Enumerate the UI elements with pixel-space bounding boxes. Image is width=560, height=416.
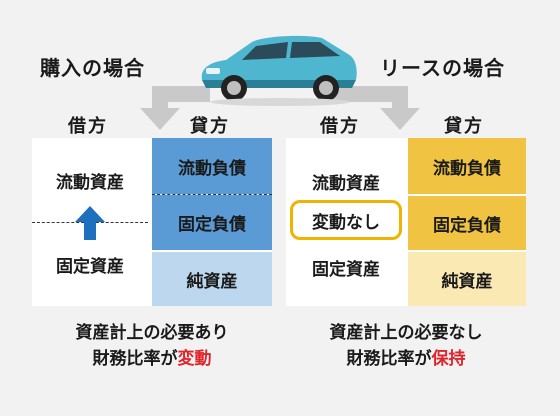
right-current-assets: 流動資産	[312, 173, 380, 194]
right-current-liabilities: 流動負債	[408, 138, 526, 194]
left-credit-label: 貸方	[190, 116, 230, 137]
right-debit-label: 借方	[320, 116, 360, 137]
left-debit-label: 借方	[68, 116, 108, 137]
left-caption: 資産計上の必要あり 財務比率が変動	[32, 320, 272, 372]
right-caption-highlight: 保持	[431, 349, 466, 369]
lease-heading: リースの場合	[380, 56, 505, 80]
purchase-heading: 購入の場合	[40, 56, 145, 80]
right-caption-prefix: 財務比率が	[346, 349, 432, 369]
right-caption: 資産計上の必要なし 財務比率が保持	[286, 320, 526, 372]
left-fixed-assets: 固定資産	[56, 256, 124, 277]
left-current-liabilities: 流動負債	[152, 138, 272, 194]
right-credit-label: 貸方	[444, 116, 484, 137]
right-fixed-liabilities: 固定負債	[408, 196, 526, 250]
left-fixed-liabilities: 固定負債	[152, 195, 272, 250]
left-caption-line2: 財務比率が変動	[32, 346, 272, 372]
no-change-badge: 変動なし	[290, 200, 402, 240]
left-caption-prefix: 財務比率が	[92, 349, 178, 369]
up-arrow-icon	[75, 206, 105, 240]
left-caption-line1: 資産計上の必要あり	[75, 323, 229, 343]
car-icon	[201, 35, 357, 106]
left-balance-sheet: 流動資産 固定資産 流動負債 固定負債 純資産	[32, 138, 272, 306]
left-flow-arrow	[140, 86, 210, 130]
left-current-assets: 流動資産	[56, 172, 124, 193]
left-caption-highlight: 変動	[177, 349, 212, 369]
flow-arrows-icon	[140, 86, 420, 130]
right-caption-line1: 資産計上の必要なし	[329, 323, 483, 343]
right-flow-arrow	[330, 86, 420, 130]
right-balance-sheet: 流動資産 変動なし 固定資産 流動負債 固定負債 純資産	[286, 138, 526, 306]
left-net-assets: 純資産	[152, 252, 272, 306]
left-credit-divider	[152, 194, 272, 195]
right-fixed-assets: 固定資産	[312, 259, 380, 280]
right-caption-line2: 財務比率が保持	[286, 346, 526, 372]
right-net-assets: 純資産	[408, 252, 526, 306]
